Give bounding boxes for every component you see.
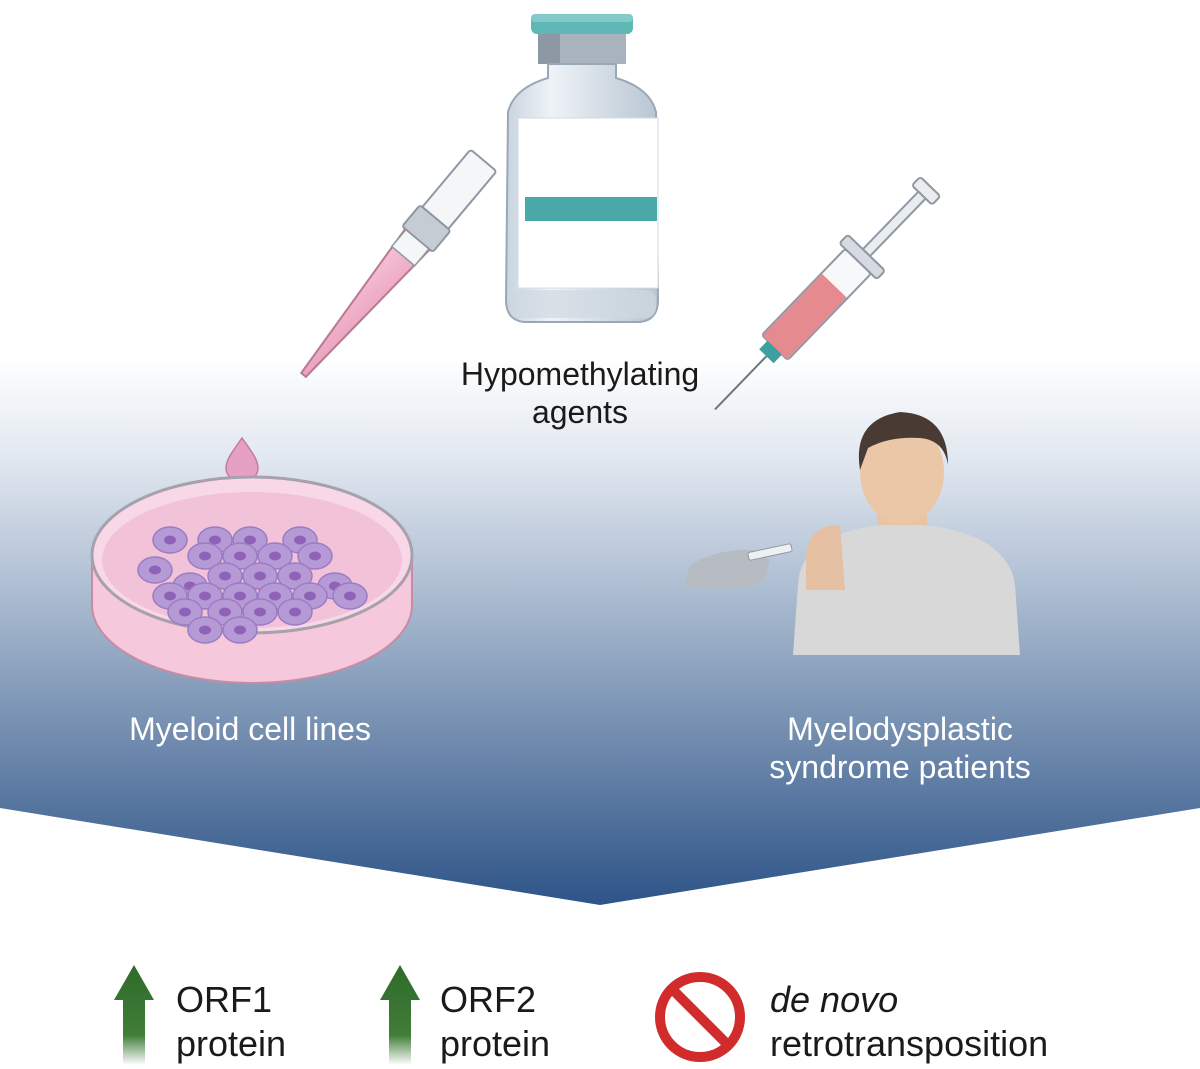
cell-cluster — [137, 526, 368, 644]
cell-nucleus — [209, 535, 221, 545]
patient-figure — [793, 412, 1020, 655]
cell-nucleus — [289, 607, 301, 617]
patients-label-line1: Myelodysplastic — [787, 711, 1013, 747]
vial-icon — [504, 14, 660, 323]
agent-label: Hypomethylating agents — [430, 355, 730, 431]
cell-nucleus — [219, 607, 231, 617]
syringe-icon — [714, 177, 941, 411]
up-arrow-icon — [380, 965, 420, 1065]
cell-nucleus — [199, 625, 211, 635]
patients-label-line2: syndrome patients — [769, 749, 1031, 785]
cell-nucleus — [199, 551, 211, 561]
cell-nucleus — [294, 535, 306, 545]
cell-nucleus — [164, 535, 176, 545]
cell-nucleus — [234, 625, 246, 635]
outcome-retrotransposition: de novo retrotransposition — [770, 978, 1048, 1066]
agent-label-line2: agents — [531, 394, 629, 430]
cell-nucleus — [234, 591, 246, 601]
cells-label: Myeloid cell lines — [90, 710, 410, 748]
cell-nucleus — [254, 607, 266, 617]
cell-nucleus — [199, 591, 211, 601]
cell-nucleus — [309, 551, 321, 561]
cell-nucleus — [179, 607, 191, 617]
cell-nucleus — [164, 591, 176, 601]
cell-nucleus — [304, 591, 316, 601]
cell-nucleus — [149, 565, 161, 575]
outcome-orf1-line2: protein — [176, 1023, 287, 1064]
outcome-retro-line1: de novo — [770, 979, 899, 1020]
agent-label-line1: Hypomethylating — [460, 356, 700, 392]
up-arrow-icon — [114, 965, 154, 1065]
pipette-icon — [299, 149, 497, 379]
outcome-retro-line2: retrotransposition — [770, 1023, 1049, 1064]
outcome-orf2-line2: protein — [440, 1023, 551, 1064]
cell-nucleus — [269, 551, 281, 561]
outcome-orf2-line1: ORF2 — [440, 979, 537, 1020]
cells-label-text: Myeloid cell lines — [129, 711, 371, 747]
cell-nucleus — [234, 551, 246, 561]
gloved-hand-icon — [684, 543, 793, 589]
patients-label: Myelodysplastic syndrome patients — [730, 710, 1070, 786]
cell-nucleus — [219, 571, 231, 581]
outcome-orf1: ORF1 protein — [176, 978, 286, 1066]
cell-nucleus — [269, 591, 281, 601]
outcome-orf1-line1: ORF1 — [176, 979, 273, 1020]
cell-nucleus — [344, 591, 356, 601]
cell-nucleus — [289, 571, 301, 581]
prohibited-icon — [655, 972, 745, 1062]
cell-nucleus — [254, 571, 266, 581]
cell-nucleus — [244, 535, 256, 545]
outcome-orf2: ORF2 protein — [440, 978, 550, 1066]
